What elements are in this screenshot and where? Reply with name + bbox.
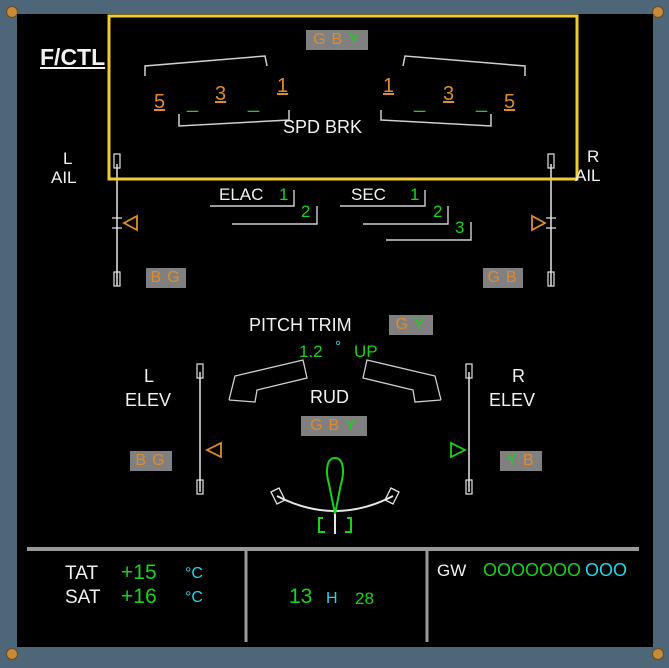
bezel-screw (6, 648, 18, 660)
sec-2-status: 2 (433, 202, 443, 221)
bezel-screw (652, 648, 664, 660)
sec-label: SEC (351, 185, 386, 204)
elac-label: ELAC (219, 185, 264, 204)
spoiler-left-2: _ (248, 91, 260, 113)
sec-2-box (363, 206, 449, 225)
left-aileron-label-side: L (63, 149, 73, 168)
right-aileron-label-side: R (587, 147, 600, 166)
right-spoiler-bracket (402, 55, 526, 76)
right-aileron-label: AIL (575, 166, 601, 185)
tat-unit: °C (185, 565, 203, 582)
sec-1-box (340, 190, 426, 207)
left-aileron-stop-bottom (113, 271, 121, 287)
right-aileron-position-arrow (531, 214, 547, 232)
right-aileron-stop-top (547, 153, 555, 169)
spoiler-right-2: _ (414, 91, 426, 113)
rudder-label: RUD (310, 387, 349, 407)
right-stabilizer-outline (362, 359, 442, 403)
elac-1-box (210, 190, 295, 207)
elac-2-box (232, 206, 318, 225)
page-title: F/CTL (40, 44, 106, 70)
spoiler-right-1: 1 (383, 75, 395, 97)
rudder-right-limit (384, 487, 400, 505)
left-aileron-stop-top (113, 153, 121, 169)
left-elevator-label-side: L (144, 366, 155, 386)
right-elevator-position-arrow (450, 441, 468, 459)
clock-minutes: 28 (355, 589, 374, 608)
spoiler-left-1: 1 (277, 75, 289, 97)
rudder-travel-arc (276, 495, 394, 512)
spoiler-right-5: 5 (504, 91, 516, 113)
sec-3-status: 3 (455, 218, 465, 237)
right-elevator-label: ELEV (489, 390, 536, 410)
pitch-trim-degree: ° (335, 338, 341, 355)
spoiler-right-4: _ (476, 91, 488, 113)
tat-value: +15 (121, 561, 157, 584)
pitch-trim-value: 1.2 (299, 342, 323, 361)
right-aileron-stop-bottom (547, 271, 555, 287)
left-elevator-position-arrow (204, 441, 222, 459)
left-elevator-stop-top (196, 363, 204, 379)
right-elevator-stop-top (465, 363, 473, 379)
clock-hour-marker: H (326, 590, 338, 607)
spoiler-right-3: 3 (443, 83, 455, 105)
spoiler-highlight-box (107, 14, 579, 181)
left-spoiler-bracket (144, 55, 268, 76)
right-spoiler-lower-bracket (380, 110, 492, 127)
clock-hours: 13 (289, 585, 313, 608)
elac-2-status: 2 (301, 202, 311, 221)
fctl-graphics (27, 14, 639, 642)
left-spoiler-lower-bracket (178, 110, 290, 127)
elac-1-status: 1 (279, 185, 289, 204)
left-elevator-label: ELEV (125, 390, 172, 410)
rudder-trim-bracket-right (345, 517, 352, 533)
left-aileron-position-arrow (122, 214, 138, 232)
bezel-screw (652, 6, 664, 18)
rudder-left-limit (270, 487, 286, 505)
bezel-screw (6, 6, 18, 18)
gross-weight-value: OOOOOOO (483, 560, 582, 580)
left-aileron-label: AIL (51, 168, 77, 187)
pitch-trim-direction: UP (354, 342, 378, 361)
speedbrake-label: SPD BRK (283, 117, 363, 137)
spoiler-left-5: 5 (154, 91, 166, 113)
rudder-position-symbol (326, 456, 344, 515)
sat-label: SAT (65, 587, 101, 608)
rudder-trim-bracket-left (318, 517, 325, 533)
sec-3-box (386, 222, 472, 241)
left-stabilizer-outline (228, 359, 308, 403)
right-elevator-stop-bottom (465, 479, 473, 495)
pitch-trim-label: PITCH TRIM (249, 315, 352, 335)
right-elevator-label-side: R (512, 366, 525, 386)
tat-label: TAT (65, 563, 99, 584)
gross-weight-label: GW (437, 561, 467, 580)
gross-weight-unit: OOO (585, 560, 628, 580)
sec-1-status: 1 (410, 185, 420, 204)
spoiler-left-4: _ (187, 91, 199, 113)
sat-value: +16 (121, 585, 157, 608)
left-elevator-stop-bottom (196, 479, 204, 495)
sat-unit: °C (185, 589, 203, 606)
spoiler-left-3: 3 (215, 83, 227, 105)
